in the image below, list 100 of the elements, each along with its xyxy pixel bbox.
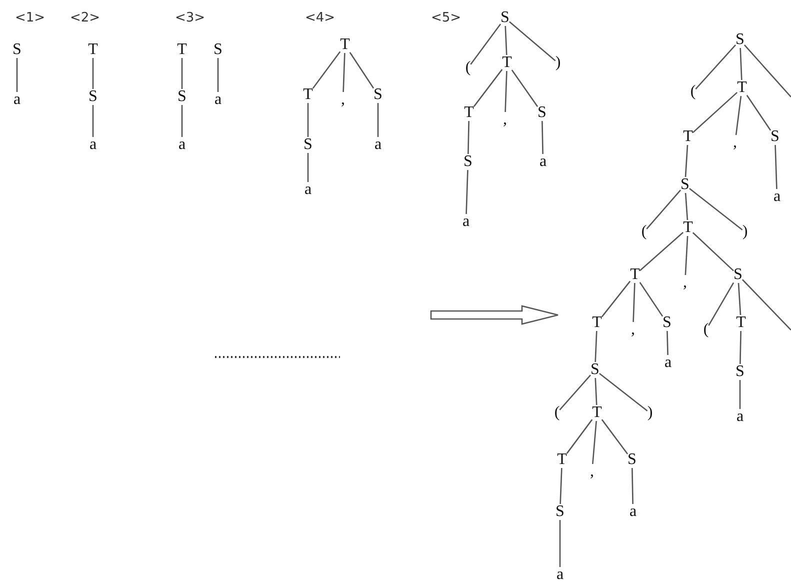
tree-branch — [92, 105, 94, 137]
tree-symbol: , — [503, 112, 507, 128]
tree-branch — [594, 330, 598, 362]
tree-symbol: S — [628, 452, 636, 468]
tree-symbol: ( — [554, 405, 560, 421]
tree-branch — [692, 232, 734, 272]
tree-symbol: a — [374, 137, 382, 153]
tree-branch — [744, 44, 791, 98]
tree-branch — [542, 120, 544, 154]
tree-symbol: S — [680, 177, 690, 193]
tree-branch — [504, 26, 508, 56]
tree-symbol: S — [12, 42, 22, 58]
tree-symbol: ) — [742, 224, 748, 240]
tree-symbol: T — [303, 87, 313, 103]
tree-branch — [689, 188, 743, 230]
tree-symbol: S — [214, 42, 222, 58]
tree-symbol: T — [592, 315, 602, 331]
tree-symbol: T — [177, 42, 187, 58]
tree-symbol: , — [341, 92, 345, 108]
tree-branch — [746, 94, 772, 131]
tree-branch — [639, 282, 664, 317]
tree-symbol: T — [736, 315, 746, 331]
tree-branch — [646, 190, 682, 230]
tree-branch — [684, 236, 688, 276]
tree-branch — [708, 282, 734, 326]
tree-branch — [684, 144, 688, 178]
tree-symbol: a — [556, 567, 564, 583]
tree-symbol: S — [538, 105, 546, 121]
tree-branch — [735, 96, 742, 136]
tree-symbol: a — [664, 355, 672, 371]
tree-symbol: a — [773, 189, 781, 205]
tree-symbol: T — [683, 220, 693, 236]
tree-branch — [342, 52, 346, 92]
tree-symbol: S — [736, 364, 744, 380]
tree-branch — [774, 144, 778, 190]
step-label: <1> — [14, 12, 46, 24]
tree-symbol: , — [590, 464, 594, 480]
tree-symbol: a — [13, 92, 21, 108]
tree-branch — [349, 52, 374, 89]
tree-branch — [560, 468, 562, 504]
tree-symbol: S — [178, 89, 186, 105]
tree-symbol: a — [304, 182, 312, 198]
tree-branch — [632, 282, 636, 322]
tree-branch — [559, 520, 561, 567]
tree-branch — [666, 330, 668, 356]
tree-branch — [217, 58, 219, 92]
tree-symbol: S — [374, 87, 382, 103]
tree-symbol: T — [88, 42, 98, 58]
tree-branch — [473, 69, 503, 107]
tree-symbol: , — [733, 135, 737, 151]
tree-symbol: T — [502, 55, 512, 71]
tree-branch — [466, 170, 468, 214]
tree-branch — [601, 280, 631, 318]
tree-branch — [307, 103, 309, 137]
tree-branch — [509, 21, 556, 62]
tree-symbol: S — [304, 137, 312, 153]
tree-symbol: T — [737, 80, 747, 96]
tree-branch — [559, 374, 592, 410]
tree-symbol: a — [214, 92, 222, 108]
tree-symbol: S — [464, 154, 472, 170]
tree-symbol: T — [683, 129, 693, 145]
tree-symbol: T — [464, 105, 474, 121]
tree-branch — [92, 58, 94, 89]
tree-branch — [592, 420, 597, 464]
tree-symbol: ( — [703, 322, 709, 338]
tree-symbol: T — [557, 452, 567, 468]
tree-symbol: S — [662, 315, 672, 331]
tree-branch — [740, 48, 742, 80]
tree-branch — [594, 378, 598, 406]
tree-branch — [181, 58, 183, 89]
tree-symbol: S — [770, 129, 780, 145]
tree-symbol: S — [88, 89, 98, 105]
tree-symbol: ( — [690, 84, 696, 100]
tree-branch — [632, 468, 634, 504]
tree-symbol: S — [590, 362, 600, 378]
tree-branch — [684, 192, 688, 220]
tree-symbol: S — [734, 267, 742, 283]
step-label: <4> — [304, 12, 336, 24]
tree-branch — [307, 153, 309, 182]
tree-symbol: T — [340, 37, 350, 53]
tree-branch — [312, 51, 341, 89]
tree-symbol: a — [178, 137, 186, 153]
tree-symbol: ) — [647, 405, 653, 421]
tree-branch — [377, 103, 379, 137]
tree-branch — [601, 419, 628, 454]
tree-branch — [468, 120, 470, 154]
tree-branch — [639, 232, 684, 272]
tree-branch — [599, 372, 648, 412]
tree-symbol: a — [736, 409, 744, 425]
tree-symbol: a — [539, 154, 547, 170]
tree-branch — [16, 58, 18, 92]
tree-branch — [738, 282, 742, 316]
tree-symbol: S — [556, 504, 564, 520]
tree-symbol: T — [592, 405, 602, 421]
tree-symbol: T — [630, 267, 640, 283]
tree-branch — [742, 279, 791, 330]
tree-symbol: a — [462, 214, 470, 230]
tree-symbol: ) — [555, 55, 561, 71]
tree-symbol: ( — [641, 224, 647, 240]
step-label: <2> — [70, 12, 100, 24]
